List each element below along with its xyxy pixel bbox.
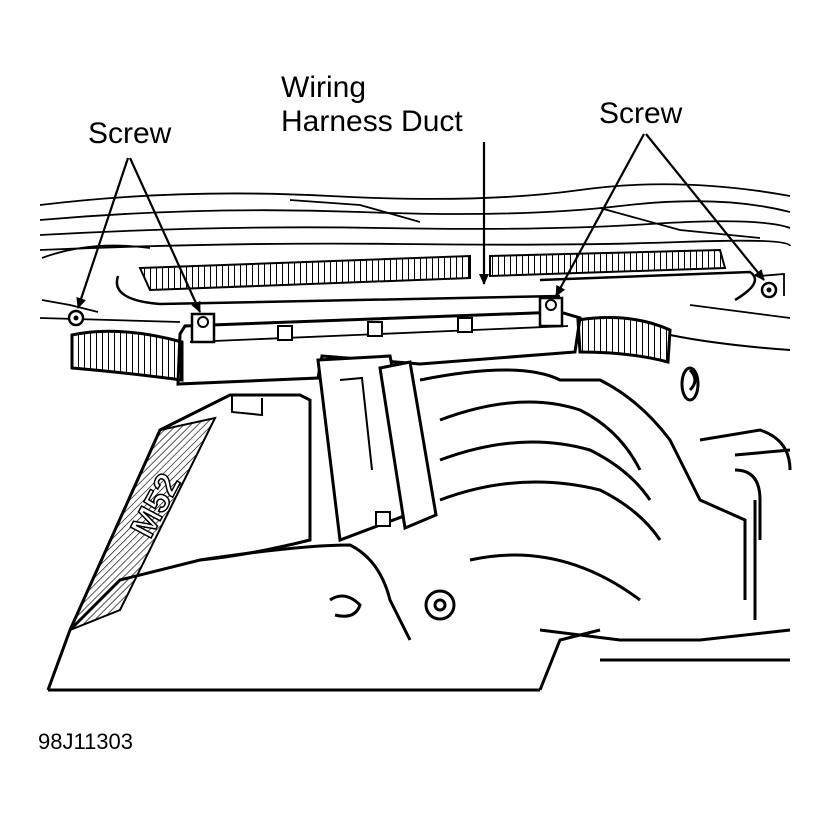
screw-tab-right <box>540 298 562 326</box>
leader-arrows <box>76 134 764 313</box>
label-wiring-harness-duct-line1: Wiring <box>281 71 367 104</box>
duct-clip <box>278 326 292 340</box>
screw-far-left <box>69 311 83 325</box>
intake-runners <box>420 370 790 620</box>
figure-id: 98J11303 <box>38 729 134 754</box>
screw-tab-left <box>192 314 214 342</box>
wiring-harness-duct <box>178 312 580 384</box>
duct-clip <box>368 322 382 336</box>
harness-conduit-left <box>72 331 182 380</box>
label-screw-right: Screw <box>599 97 683 130</box>
cowl-vent-grille <box>117 250 755 304</box>
engine-cover-left: M52 <box>70 395 310 630</box>
label-screw-left: Screw <box>88 117 172 150</box>
label-wiring-harness-duct-line2: Harness Duct <box>281 105 463 138</box>
injector-cover <box>318 356 436 540</box>
cowl-lines <box>40 184 790 322</box>
lower-bay <box>48 368 790 690</box>
harness-conduit-right <box>578 318 790 362</box>
duct-clip <box>458 318 472 332</box>
screw-far-right <box>760 274 784 297</box>
